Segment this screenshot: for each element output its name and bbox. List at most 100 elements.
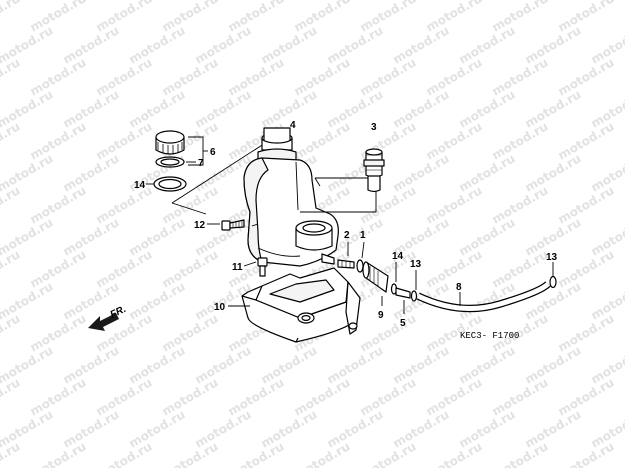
watermark-text: motod.ru	[226, 55, 287, 98]
callout-6: 6	[210, 147, 216, 158]
tank-bolt-11	[257, 257, 268, 277]
callout-9: 9	[378, 310, 384, 321]
callout-1: 1	[360, 230, 366, 241]
callout-8: 8	[456, 282, 462, 293]
watermark-text: motod.ru	[61, 87, 122, 130]
watermark-text: motod.ru	[94, 247, 155, 290]
watermark-text: motod.ru	[61, 407, 122, 450]
watermark-text: motod.ru	[292, 119, 353, 162]
oil-hose	[416, 281, 551, 313]
watermark-text: motod.ru	[259, 23, 320, 66]
watermark-text: motod.ru	[424, 375, 485, 418]
watermark-text: motod.ru	[622, 375, 625, 418]
watermark-text: motod.ru	[490, 375, 551, 418]
watermark-text: motod.ru	[28, 439, 89, 468]
watermark-text: motod.ru	[556, 55, 617, 98]
watermark-text: motod.ru	[160, 247, 221, 290]
watermark-text: motod.ru	[94, 439, 155, 468]
watermark-text: motod.ru	[94, 311, 155, 354]
callout-3: 3	[371, 122, 377, 133]
watermark-text: motod.ru	[94, 375, 155, 418]
watermark-text: motod.ru	[28, 311, 89, 354]
watermark-text: motod.ru	[358, 311, 419, 354]
watermark-text: motod.ru	[28, 247, 89, 290]
watermark-text: motod.ru	[160, 55, 221, 98]
watermark-text: motod.ru	[523, 87, 584, 130]
watermark-text: motod.ru	[28, 375, 89, 418]
watermark-text: motod.ru	[0, 375, 22, 418]
watermark-text: motod.ru	[391, 87, 452, 130]
watermark-text: motod.ru	[622, 0, 625, 35]
front-direction-label: FR.	[109, 304, 128, 321]
watermark-text: motod.ru	[556, 183, 617, 226]
watermark-text: motod.ru	[490, 183, 551, 226]
joint-2	[337, 259, 355, 269]
callout-4: 4	[290, 120, 296, 131]
watermark-text: motod.ru	[523, 151, 584, 194]
oil-tank	[243, 127, 339, 267]
watermark-text: motod.ru	[622, 439, 625, 468]
clip-13-left	[410, 290, 418, 302]
tank-cap	[155, 130, 185, 155]
oil-level-gauge	[363, 148, 385, 193]
watermark-text: motod.ru	[259, 407, 320, 450]
watermark-text: motod.ru	[490, 439, 551, 468]
callout-15: 14	[134, 180, 146, 191]
watermark-text: motod.ru	[292, 55, 353, 98]
callout-11: 11	[232, 262, 243, 273]
watermark-text: motod.ru	[127, 215, 188, 258]
watermark-text: motod.ru	[424, 55, 485, 98]
watermark-text: motod.ru	[193, 343, 254, 386]
watermark-text: motod.ru	[226, 439, 287, 468]
watermark-text: motod.ru	[127, 23, 188, 66]
watermark-text: motod.ru	[457, 215, 518, 258]
watermark-text: motod.ru	[259, 87, 320, 130]
watermark-text: motod.ru	[0, 311, 22, 354]
watermark-text: motod.ru	[193, 407, 254, 450]
watermark-text: motod.ru	[292, 375, 353, 418]
diagram-code: KEC3- F1700	[460, 331, 519, 341]
watermark-text: motod.ru	[523, 23, 584, 66]
watermark-text: motod.ru	[325, 343, 386, 386]
watermark-text: motod.ru	[457, 87, 518, 130]
watermark-text: motod.ru	[94, 119, 155, 162]
watermark-text: motod.ru	[160, 311, 221, 354]
watermark-text: motod.ru	[556, 247, 617, 290]
watermark-text: motod.ru	[0, 55, 22, 98]
watermark-text: motod.ru	[490, 247, 551, 290]
watermark-text: motod.ru	[523, 343, 584, 386]
watermark-text: motod.ru	[193, 87, 254, 130]
watermark-text: motod.ru	[226, 375, 287, 418]
watermark-text: motod.ru	[28, 119, 89, 162]
watermark-text: motod.ru	[94, 55, 155, 98]
watermark-text: motod.ru	[391, 407, 452, 450]
watermark-text: motod.ru	[127, 279, 188, 322]
watermark-text: motod.ru	[160, 375, 221, 418]
joint-5	[395, 287, 411, 299]
watermark-text: motod.ru	[358, 183, 419, 226]
clip-13-right	[549, 275, 557, 289]
filter-ring	[153, 176, 187, 192]
watermark-text: motod.ru	[28, 55, 89, 98]
watermark-text: motod.ru	[127, 407, 188, 450]
watermark-text: motod.ru	[61, 215, 122, 258]
watermark-text: motod.ru	[0, 183, 22, 226]
watermark-text: motod.ru	[358, 55, 419, 98]
joint-9	[362, 261, 389, 293]
watermark-text: motod.ru	[556, 375, 617, 418]
cap-gasket	[155, 156, 185, 168]
watermark-text: motod.ru	[160, 439, 221, 468]
watermark-text: motod.ru	[622, 311, 625, 354]
oil-tank-stay	[241, 267, 361, 343]
watermark-text: motod.ru	[391, 343, 452, 386]
tank-bolt-12	[221, 219, 245, 231]
watermark-text: motod.ru	[490, 55, 551, 98]
callout-13-left: 13	[410, 259, 422, 270]
callout-14: 14	[392, 251, 404, 262]
watermark-text: motod.ru	[0, 0, 22, 35]
watermark-text: motod.ru	[556, 119, 617, 162]
watermark-text: motod.ru	[61, 23, 122, 66]
watermark-text: motod.ru	[424, 119, 485, 162]
